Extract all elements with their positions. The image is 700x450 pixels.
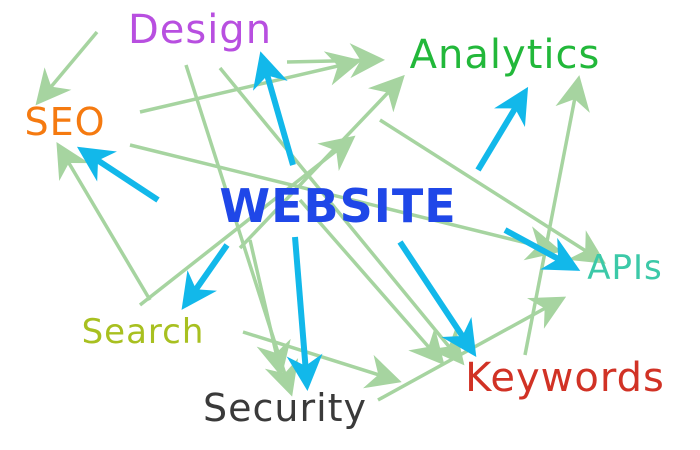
secondary-arrow bbox=[218, 66, 465, 366]
secondary-arrow bbox=[248, 239, 291, 377]
secondary-arrow bbox=[139, 51, 362, 114]
node-seo: SEO bbox=[24, 100, 106, 144]
primary-arrow bbox=[181, 243, 230, 310]
secondary-arrow bbox=[286, 43, 385, 79]
primary-arrow bbox=[503, 227, 581, 271]
primary-arrow bbox=[397, 240, 477, 357]
secondary-arrow bbox=[379, 118, 606, 264]
primary-arrow bbox=[76, 146, 160, 203]
node-security: Security bbox=[202, 386, 368, 430]
primary-arrow bbox=[252, 51, 296, 166]
secondary-arrow bbox=[35, 30, 99, 106]
node-search: Search bbox=[81, 312, 205, 352]
center-node-website: WEBSITE bbox=[219, 179, 457, 233]
secondary-arrow bbox=[56, 141, 152, 301]
node-design: Design bbox=[127, 7, 273, 53]
primary-arrow bbox=[475, 86, 529, 172]
secondary-arrow bbox=[138, 135, 356, 307]
node-analytics: Analytics bbox=[409, 32, 601, 78]
node-keywords: Keywords bbox=[465, 355, 665, 401]
node-apis: APIs bbox=[587, 248, 663, 288]
secondary-arrow bbox=[298, 198, 445, 366]
secondary-arrow bbox=[242, 330, 402, 389]
primary-arrows bbox=[76, 51, 581, 391]
secondary-arrow bbox=[129, 143, 562, 261]
primary-arrow bbox=[286, 236, 323, 391]
